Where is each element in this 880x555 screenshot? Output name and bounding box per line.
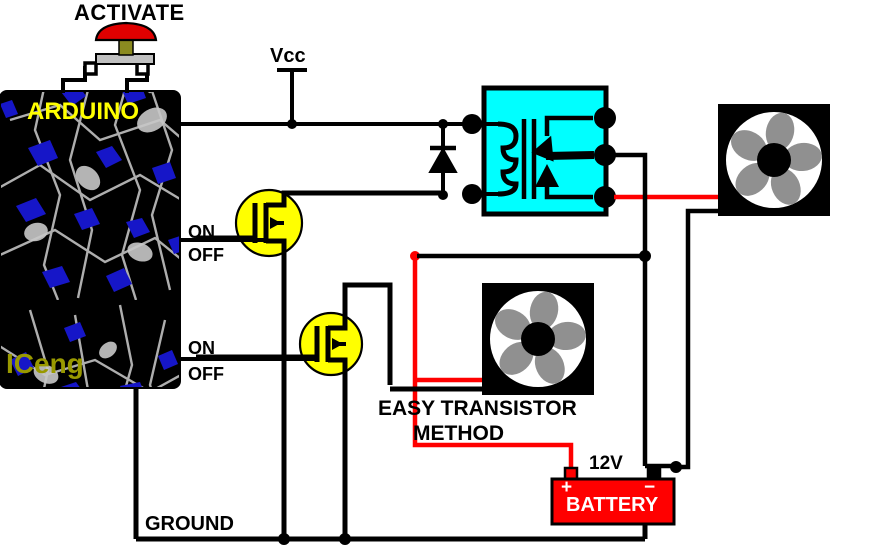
junction-dot bbox=[339, 533, 351, 545]
load-return-wires bbox=[390, 152, 718, 473]
junction-dot bbox=[287, 119, 297, 129]
arduino-board[interactable] bbox=[0, 90, 181, 389]
ground-label: GROUND bbox=[145, 513, 234, 535]
battery-plus-label: + bbox=[561, 477, 573, 498]
activate-button[interactable] bbox=[61, 21, 158, 93]
relay-pin-on: ON bbox=[188, 222, 215, 242]
vcc-label: Vcc bbox=[270, 45, 306, 67]
battery-body bbox=[550, 477, 676, 526]
fan-transistor bbox=[482, 283, 594, 395]
battery-minus-label: − bbox=[644, 477, 656, 498]
relay-coil bbox=[497, 121, 519, 197]
mosfet-bottom[interactable] bbox=[196, 282, 393, 539]
flyback-diode bbox=[428, 124, 458, 200]
button-cap[interactable] bbox=[94, 21, 158, 42]
easy-method-label-line2: METHOD bbox=[413, 422, 504, 445]
relay-contact-no bbox=[535, 164, 559, 187]
relay-armature bbox=[545, 151, 595, 160]
battery[interactable] bbox=[550, 466, 676, 526]
relay-module[interactable] bbox=[462, 85, 616, 217]
button-terminal-left bbox=[83, 61, 98, 76]
relay-terminal-no bbox=[594, 186, 616, 208]
fan-relay bbox=[718, 104, 830, 216]
vcc-rail-wire bbox=[180, 68, 472, 129]
watermark-label: ICeng bbox=[6, 348, 84, 379]
easy-method-label-line1: EASY TRANSISTOR bbox=[378, 397, 577, 420]
battery-voltage-label: 12V bbox=[589, 453, 623, 474]
battery-label: BATTERY bbox=[566, 494, 659, 516]
junction-dot bbox=[410, 251, 420, 261]
junction-dot bbox=[278, 533, 290, 545]
positive-supply-wires bbox=[410, 194, 718, 471]
relay-terminal-nc bbox=[594, 107, 616, 129]
activate-label: ACTIVATE bbox=[74, 0, 185, 25]
relay-pin-off: OFF bbox=[188, 245, 224, 265]
transistor-pin-off: OFF bbox=[188, 364, 224, 384]
transistor-pin-on: ON bbox=[188, 338, 215, 358]
relay-terminal-common bbox=[594, 144, 616, 166]
arduino-board-label: ARDUINO bbox=[27, 98, 139, 125]
